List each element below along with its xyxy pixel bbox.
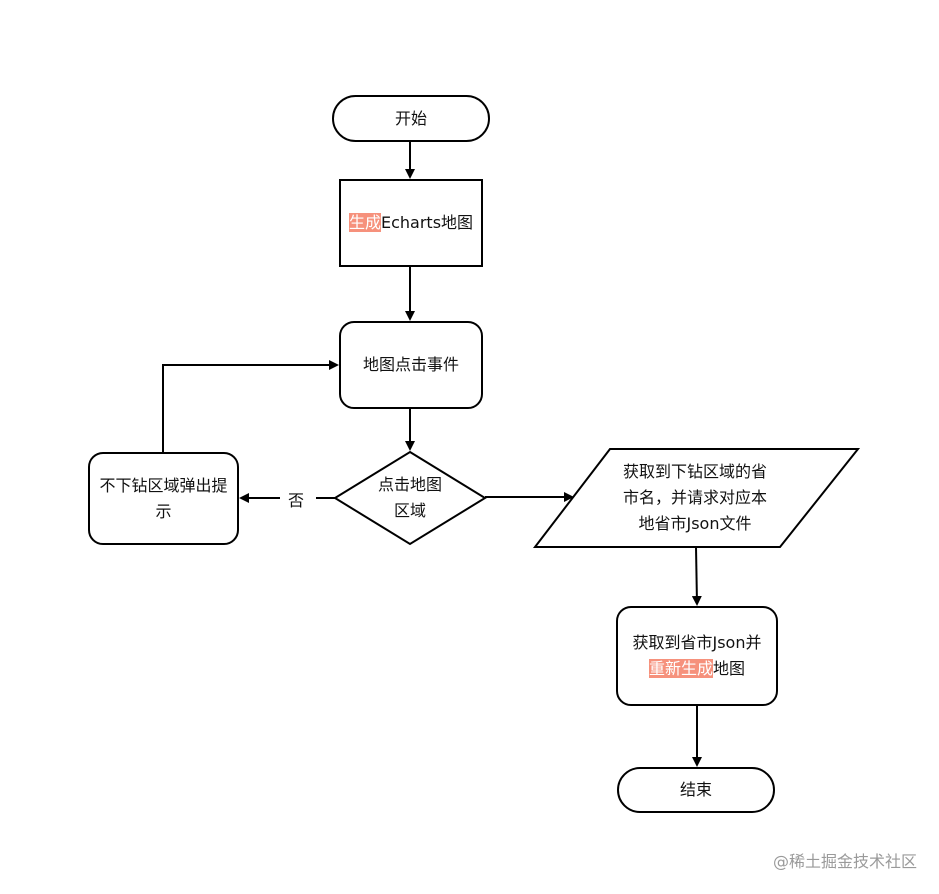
click-event-label: 地图点击事件 — [362, 355, 459, 374]
decision-label-line2: 区域 — [393, 501, 426, 520]
regenerate-node: 获取到省市Json并 重新生成地图 — [617, 607, 777, 705]
fetch-request-label-line2: 市名，并请求对应本 — [622, 488, 767, 507]
no-edge-label: 否 — [284, 487, 309, 511]
end-label: 结束 — [679, 780, 712, 799]
regenerate-label-line1: 获取到省市Json并 — [632, 633, 762, 652]
regenerate-label-line2: 地图 — [713, 659, 746, 678]
end-terminator-shape — [617, 767, 775, 813]
generate-map-label: Echarts地图 — [380, 213, 474, 232]
fetch-request-label-line3: 地省市Json文件 — [638, 514, 752, 533]
end-node: 结束 — [618, 768, 774, 812]
arrow-not-drillable-back-to-click — [162, 360, 339, 453]
regenerate-highlight-text: 重新生成 — [648, 659, 713, 678]
fetch-request-label-line1: 获取到下钻区域的省 — [622, 462, 767, 481]
fetch-request-io-shape — [532, 448, 861, 548]
watermark-text: @稀土掘金技术社区 — [772, 852, 917, 871]
generate-map-node: 生成Echarts地图 — [340, 180, 482, 266]
decision-node: 点击地图 区域 — [360, 470, 460, 526]
decision-label-line1: 点击地图 — [377, 475, 442, 494]
not-drillable-node: 不下钻区域弹出提 示 — [89, 453, 238, 544]
click-event-node: 地图点击事件 — [340, 322, 482, 408]
not-drillable-label-line2: 示 — [155, 501, 172, 521]
generate-highlight-text: 生成 — [348, 213, 381, 232]
decision-diamond-shape — [333, 450, 487, 546]
arrow-fetch-to-regenerate — [691, 546, 702, 606]
start-label: 开始 — [394, 108, 427, 128]
start-node: 开始 — [333, 96, 489, 141]
not-drillable-label-line1: 不下钻区域弹出提 — [99, 475, 228, 495]
fetch-request-node: 获取到下钻区域的省 市名，并请求对应本 地省市Json文件 — [600, 457, 790, 539]
